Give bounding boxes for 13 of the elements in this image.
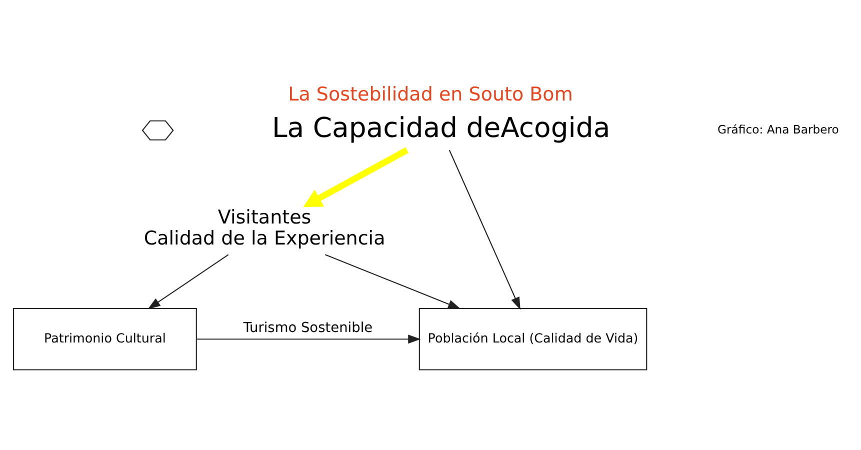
edge-label: Turismo Sostenible [243,320,373,336]
arrow [448,149,520,310]
node-box: Patrimonio Cultural [13,307,197,370]
arrow [324,254,461,309]
arrow [303,146,409,206]
label: Gráfico: Ana Barbero [718,122,839,136]
node-hexagon [142,120,174,140]
arrow [148,254,229,309]
arrow [196,334,421,344]
node-box: Población Local (Calidad de Vida) [418,307,648,370]
node-text: Visitantes Calidad de la Experiencia [144,206,386,249]
diagram-title: La Sostebilidad en Souto Bom [288,83,573,106]
node-text: La Capacidad deAcogida [272,112,610,144]
